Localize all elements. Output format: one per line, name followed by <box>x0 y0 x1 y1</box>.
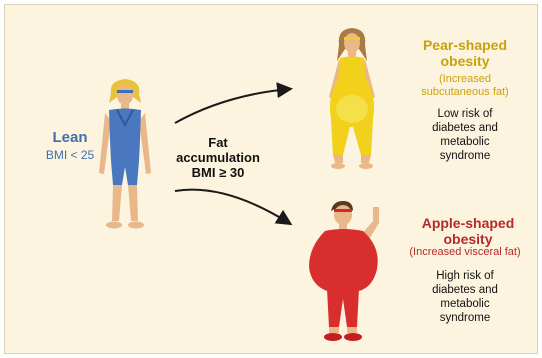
obesity-bmi-label: BMI ≥ 30 <box>163 165 273 180</box>
fat-accumulation-line2: accumulation <box>163 150 273 165</box>
pear-subtitle-line2: subcutaneous fat) <box>400 86 530 99</box>
apple-subtitle: (Increased visceral fat) <box>390 246 540 258</box>
pear-risk-line4: syndrome <box>415 149 515 163</box>
pear-title-line1: Pear-shaped <box>400 37 530 53</box>
apple-figure <box>303 199 389 349</box>
pear-title-line2: obesity <box>400 53 530 69</box>
apple-risk-line2: diabetes and <box>415 283 515 297</box>
diagram-panel: Lean BMI < 25 Fat accumulation BMI ≥ 30 … <box>4 4 538 354</box>
lean-title: Lean <box>35 129 105 146</box>
apple-risk-line3: metabolic <box>415 297 515 311</box>
lean-bmi-label: BMI < 25 <box>25 148 115 162</box>
apple-title: Apple-shaped obesity <box>403 215 533 247</box>
apple-risk-line1: High risk of <box>415 269 515 283</box>
pear-subtitle: (Increased subcutaneous fat) <box>400 73 530 99</box>
fat-accumulation-label: Fat accumulation <box>163 135 273 165</box>
pear-risk-line2: diabetes and <box>415 121 515 135</box>
pear-risk-text: Low risk of diabetes and metabolic syndr… <box>415 107 515 163</box>
arrow-to-pear <box>175 89 289 123</box>
pear-risk-line3: metabolic <box>415 135 515 149</box>
pear-risk-line1: Low risk of <box>415 107 515 121</box>
apple-title-line1: Apple-shaped <box>403 215 533 231</box>
apple-risk-line4: syndrome <box>415 311 515 325</box>
fat-accumulation-line1: Fat <box>163 135 273 150</box>
apple-risk-text: High risk of diabetes and metabolic synd… <box>415 269 515 325</box>
apple-title-line2: obesity <box>403 231 533 247</box>
pear-subtitle-line1: (Increased <box>400 73 530 86</box>
pear-title: Pear-shaped obesity <box>400 37 530 69</box>
arrow-to-apple <box>175 190 289 223</box>
pear-figure <box>317 27 387 172</box>
